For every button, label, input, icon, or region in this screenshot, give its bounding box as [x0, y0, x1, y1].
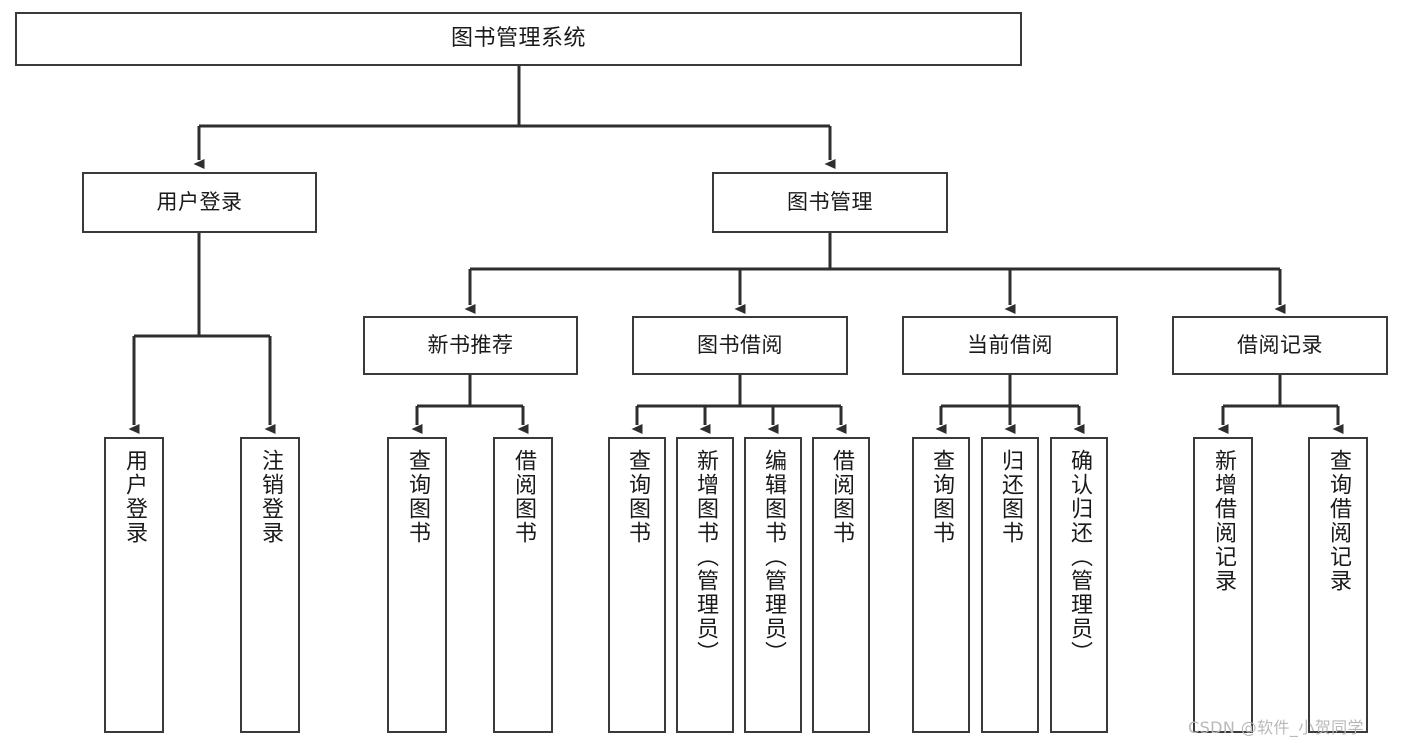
node-label: 注销登录 [257, 449, 283, 545]
node-label: 归还图书 [997, 449, 1023, 545]
leaf-borrow-query-book[interactable]: 查询图书 [608, 437, 666, 733]
node-label: 借阅记录 [1237, 333, 1323, 358]
node-label: 新增借阅记录 [1210, 449, 1236, 593]
node-label: 图书管理 [787, 190, 873, 215]
node-label: 用户登录 [156, 190, 243, 215]
leaf-record-query-record[interactable]: 查询借阅记录 [1308, 437, 1368, 733]
node-book-management[interactable]: 图书管理 [712, 172, 948, 233]
node-label: 图书借阅 [697, 333, 783, 358]
leaf-user-login-logout[interactable]: 注销登录 [240, 437, 300, 733]
node-borrow-record[interactable]: 借阅记录 [1172, 316, 1388, 375]
leaf-recommend-borrow-book[interactable]: 借阅图书 [493, 437, 553, 733]
node-label: 新增图书（管理员） [692, 449, 718, 665]
node-label: 用户登录 [121, 449, 147, 545]
node-user-login[interactable]: 用户登录 [82, 172, 317, 233]
leaf-recommend-query-book[interactable]: 查询图书 [387, 437, 447, 733]
leaf-borrow-add-book-admin[interactable]: 新增图书（管理员） [676, 437, 734, 733]
node-label: 借阅图书 [828, 449, 854, 545]
leaf-current-query-book[interactable]: 查询图书 [912, 437, 970, 733]
node-root-system[interactable]: 图书管理系统 [15, 12, 1022, 66]
node-label: 图书管理系统 [450, 25, 586, 51]
node-label: 新书推荐 [427, 333, 514, 358]
node-label: 查询图书 [928, 449, 954, 545]
leaf-current-return-book[interactable]: 归还图书 [981, 437, 1039, 733]
node-label: 确认归还（管理员） [1066, 449, 1092, 665]
node-new-book-recommend[interactable]: 新书推荐 [363, 316, 578, 375]
node-book-borrow[interactable]: 图书借阅 [632, 316, 848, 375]
leaf-borrow-borrow-book[interactable]: 借阅图书 [812, 437, 870, 733]
leaf-record-add-record[interactable]: 新增借阅记录 [1193, 437, 1253, 733]
leaf-borrow-edit-book-admin[interactable]: 编辑图书（管理员） [744, 437, 802, 733]
node-label: 编辑图书（管理员） [760, 449, 786, 665]
node-current-borrow[interactable]: 当前借阅 [902, 316, 1118, 375]
node-label: 当前借阅 [967, 333, 1053, 358]
node-label: 借阅图书 [510, 449, 536, 545]
node-label: 查询图书 [404, 449, 430, 545]
watermark-text: CSDN @软件_小贺同学 [1188, 718, 1364, 737]
leaf-user-login-login[interactable]: 用户登录 [104, 437, 164, 733]
node-label: 查询图书 [624, 449, 650, 545]
node-label: 查询借阅记录 [1325, 449, 1351, 593]
leaf-current-confirm-return-admin[interactable]: 确认归还（管理员） [1050, 437, 1108, 733]
